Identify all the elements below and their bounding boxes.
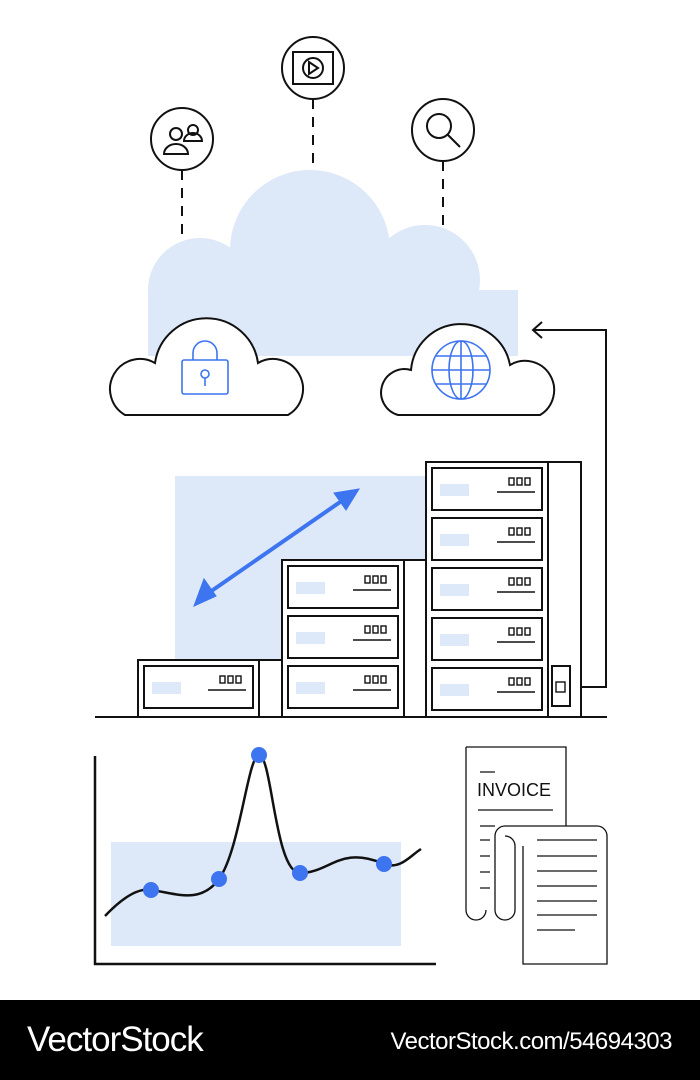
server-unit (287, 665, 399, 709)
server-racks (137, 461, 582, 718)
stock-id: VectorStock.com/54694303 (390, 1028, 672, 1055)
scaling-arrow-icon (193, 488, 361, 607)
brand-logo: VectorStock (27, 1020, 204, 1059)
users-icon (150, 107, 214, 235)
line-chart-graphic (93, 747, 436, 966)
private-cloud (108, 317, 305, 416)
server-unit (143, 665, 254, 709)
invoice-documents: INVOICE (465, 746, 608, 965)
video-play-icon (281, 36, 345, 164)
server-unit (287, 565, 399, 609)
invoice-title: INVOICE (477, 780, 551, 800)
globe-icon (431, 340, 491, 400)
public-cloud (380, 323, 556, 416)
server-unit (431, 467, 543, 511)
cloud-server-illustration: INVOICE (93, 36, 608, 966)
server-unit (287, 615, 399, 659)
search-icon (411, 98, 475, 226)
server-unit (431, 617, 543, 661)
lock-icon (181, 340, 229, 395)
switch-icon (551, 665, 571, 707)
server-unit (431, 517, 543, 561)
watermark-footer: VectorStock VectorStock.com/54694303 (0, 1000, 700, 1080)
server-unit (431, 667, 543, 711)
connector-line (531, 321, 607, 688)
server-unit (431, 567, 543, 611)
